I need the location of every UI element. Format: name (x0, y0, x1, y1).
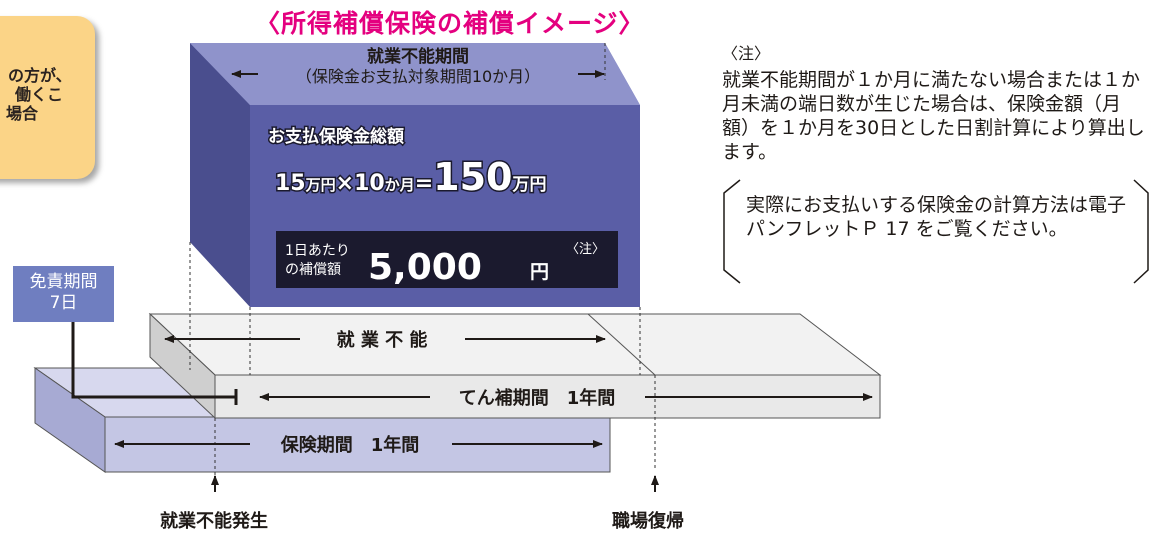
formula: 15万円×10か月=150万円 (275, 155, 546, 199)
formula-b-unit: か月 (385, 176, 415, 194)
menseki-line2: 7日 (49, 293, 78, 313)
formula-times: × (336, 171, 354, 196)
tenho-band-top (148, 313, 882, 376)
side-note-line: の方が、 (8, 66, 72, 85)
band-divider (587, 313, 656, 376)
menseki-line1: 免責期間 (29, 272, 98, 292)
shugyo-label: 就 業 不 能 (337, 329, 428, 351)
period-sub-label: （保険金お支払対象期間10か月） (296, 67, 540, 86)
total-label: お支払保険金総額 (268, 126, 404, 147)
daily-label-2: の補償額 (285, 262, 341, 278)
daily-note: 〈注〉 (566, 242, 605, 257)
note-body: 就業不能期間が１か月に満たない場合または１か月未満の端日数が生じた場合は、保険金… (722, 69, 1145, 163)
return-label: 職場復帰 (612, 511, 684, 532)
box-side-face (190, 43, 250, 307)
diagram-title: 〈所得補償保険の補償イメージ〉 (255, 9, 645, 38)
daily-unit: 円 (530, 261, 549, 283)
side-note-card (0, 16, 95, 179)
daily-plate (276, 231, 618, 288)
daily-value: 5,000 (368, 247, 482, 288)
start-label: 就業不能発生 (160, 511, 268, 532)
menseki-connector (71, 322, 236, 399)
total-value: 150 (433, 155, 512, 199)
side-note-line: 場合 (6, 104, 39, 123)
right-note: 〈注〉 就業不能期間が１か月に満たない場合または１か月未満の端日数が生じた場合は… (722, 42, 1147, 164)
period-label: 就業不能期間 (367, 46, 469, 67)
formula-a-unit: 万円 (305, 176, 336, 194)
box-top-light (190, 43, 640, 105)
formula-a: 15 (275, 171, 306, 196)
bracket-left (723, 179, 741, 284)
note-bracket-text: 実際にお支払いする保険金の計算方法は電子パンフレットＰ 17 をご覧ください。 (746, 194, 1127, 240)
hoken-band-side (34, 367, 106, 473)
menseki-label: 免責期間 7日 (13, 266, 114, 322)
bracket-right (1133, 179, 1149, 284)
tenho-label: てん補期間 1年間 (459, 387, 616, 409)
note-head: 〈注〉 (722, 44, 771, 63)
hoken-label: 保険期間 1年間 (280, 434, 420, 456)
total-unit: 万円 (511, 175, 546, 195)
daily-label-1: 1日あたり (285, 243, 350, 259)
formula-b: 10 (354, 171, 385, 196)
side-note-line: 働くこ (15, 85, 64, 104)
side-note-text: の方が、 働くこ 場合 (0, 66, 72, 123)
formula-eq: = (415, 171, 433, 196)
